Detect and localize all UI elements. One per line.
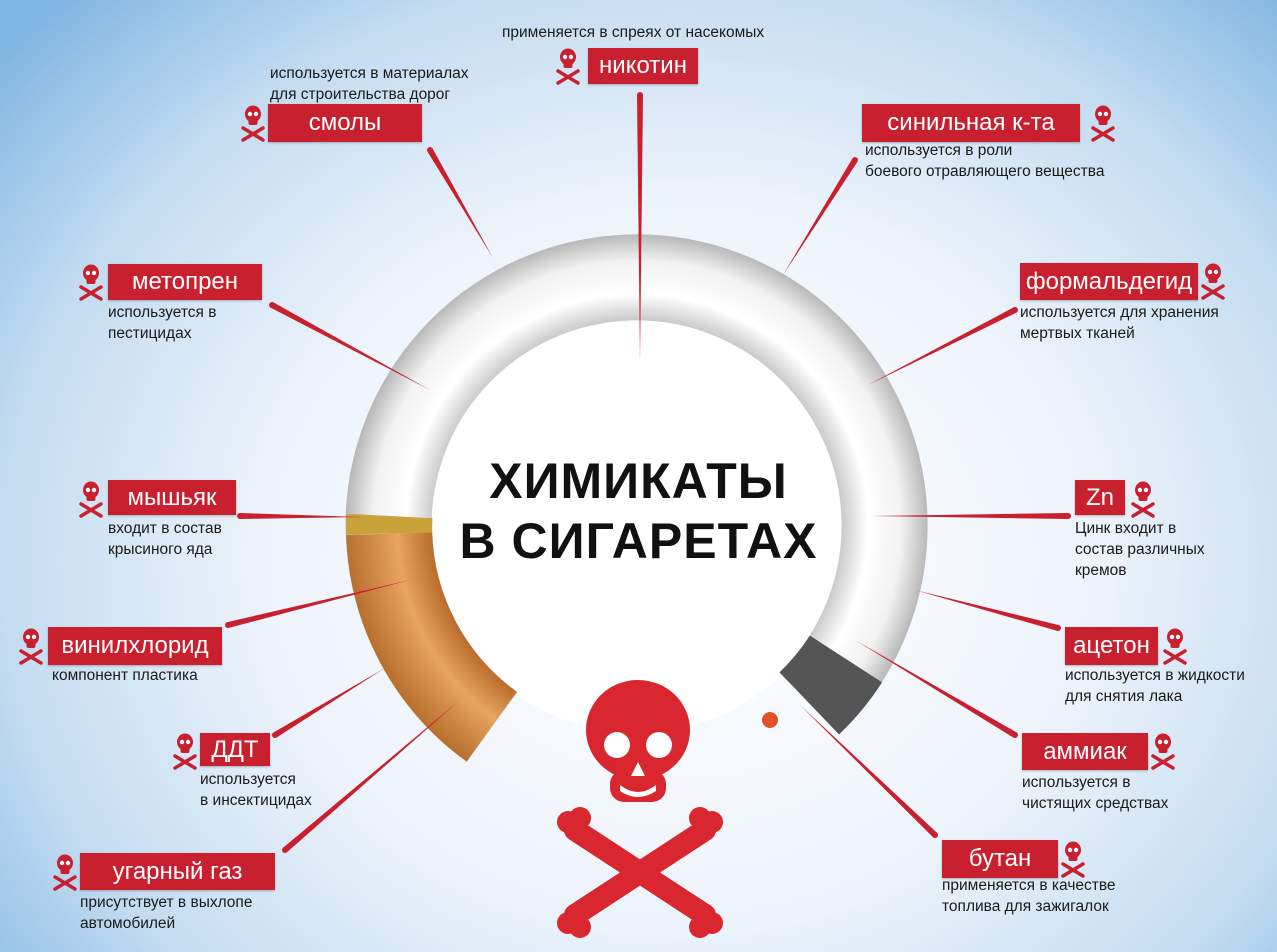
pointer-cap: [269, 302, 275, 308]
chemical-description: используется в материалах для строительс…: [270, 65, 469, 103]
skull-crossbones-icon: [172, 732, 198, 770]
cigarette-ash: [778, 634, 883, 735]
pointer-cap: [225, 622, 231, 628]
chemical-description: присутствует в выхлопе автомобилей: [80, 894, 253, 932]
skull-crossbones-icon: [1060, 840, 1086, 878]
chemical-description: используется в жидкости для снятия лака: [1065, 667, 1245, 705]
skull-crossbones-icon: [18, 627, 44, 665]
pointer-line: [783, 158, 858, 275]
chemical-description: используется в чистящих средствах: [1022, 774, 1169, 812]
skull-crossbones-icon: [78, 263, 104, 301]
chemical-description: входит в состав крысиного яда: [108, 520, 222, 558]
title-line-2: В СИГАРЕТАХ: [459, 513, 818, 569]
pointer-line: [915, 590, 1059, 631]
chemical-label: формальдегид: [1020, 263, 1198, 300]
big-skull-crossbones-icon: [557, 680, 723, 938]
chemical-description: применяется в спреях от насекомых: [502, 24, 765, 41]
pointer-line: [870, 513, 1068, 519]
chemical-label: никотин: [588, 48, 698, 84]
pointer-line: [868, 307, 1017, 385]
cigarette-filter: [346, 531, 518, 762]
chemical-label: смолы: [268, 104, 422, 142]
skull-crossbones-icon: [52, 853, 78, 891]
skull-crossbones-icon: [1162, 627, 1188, 665]
pointer-cap: [932, 832, 938, 838]
chemical-label: угарный газ: [80, 853, 275, 890]
pointer-cap: [1055, 625, 1061, 631]
pointer-line: [427, 148, 493, 258]
pointer-cap: [1012, 307, 1018, 313]
pointer-cap: [282, 847, 288, 853]
chemical-description: используется в роли боевого отравляющего…: [865, 142, 1105, 180]
pointer-line: [273, 668, 385, 738]
chemical-description: применяется в качестве топлива для зажиг…: [942, 877, 1116, 915]
chemical-label: ДДТ: [200, 733, 270, 766]
chemical-description: используется в инсектицидах: [200, 771, 312, 809]
skull-crossbones-icon: [1130, 480, 1156, 518]
pointer-cap: [237, 513, 243, 519]
chemical-description: используется для хранения мертвых тканей: [1020, 304, 1219, 342]
pointer-line: [227, 580, 410, 628]
chemical-label: метопрен: [108, 264, 262, 300]
chemical-label: винилхлорид: [48, 627, 222, 665]
pointer-cap: [1012, 732, 1018, 738]
pointer-cap: [272, 732, 278, 738]
skull-crossbones-icon: [240, 104, 266, 142]
ember: [762, 712, 778, 728]
pointer-cap: [852, 157, 858, 163]
pointer-cap: [1065, 513, 1071, 519]
skull-crossbones-icon: [1150, 732, 1176, 770]
title-line-1: ХИМИКАТЫ: [489, 453, 788, 509]
chemical-label: бутан: [942, 840, 1058, 878]
skull-crossbones-icon: [1090, 104, 1116, 142]
pointer-line: [239, 513, 362, 519]
chemical-label: Zn: [1075, 480, 1125, 515]
chemical-description: Цинк входит в состав различных кремов: [1075, 520, 1205, 579]
pointer-line: [637, 95, 643, 360]
chemical-description: компонент пластика: [52, 667, 198, 684]
skull-crossbones-icon: [1200, 262, 1226, 300]
chemical-description: используется в пестицидах: [108, 304, 217, 342]
pointer-line: [800, 705, 938, 838]
pointer-line: [270, 302, 430, 390]
pointer-cap: [637, 92, 643, 98]
chemical-label: мышьяк: [108, 480, 236, 515]
skull-crossbones-icon: [78, 480, 104, 518]
ring-center: [429, 317, 845, 733]
skull-crossbones-icon: [555, 47, 581, 85]
pointer-line: [283, 700, 460, 853]
chemical-label: аммиак: [1022, 733, 1148, 770]
chemical-label: ацетон: [1065, 627, 1158, 665]
pointer-line: [855, 640, 1017, 738]
pointer-cap: [427, 147, 433, 153]
chemical-label: синильная к-та: [862, 104, 1080, 142]
